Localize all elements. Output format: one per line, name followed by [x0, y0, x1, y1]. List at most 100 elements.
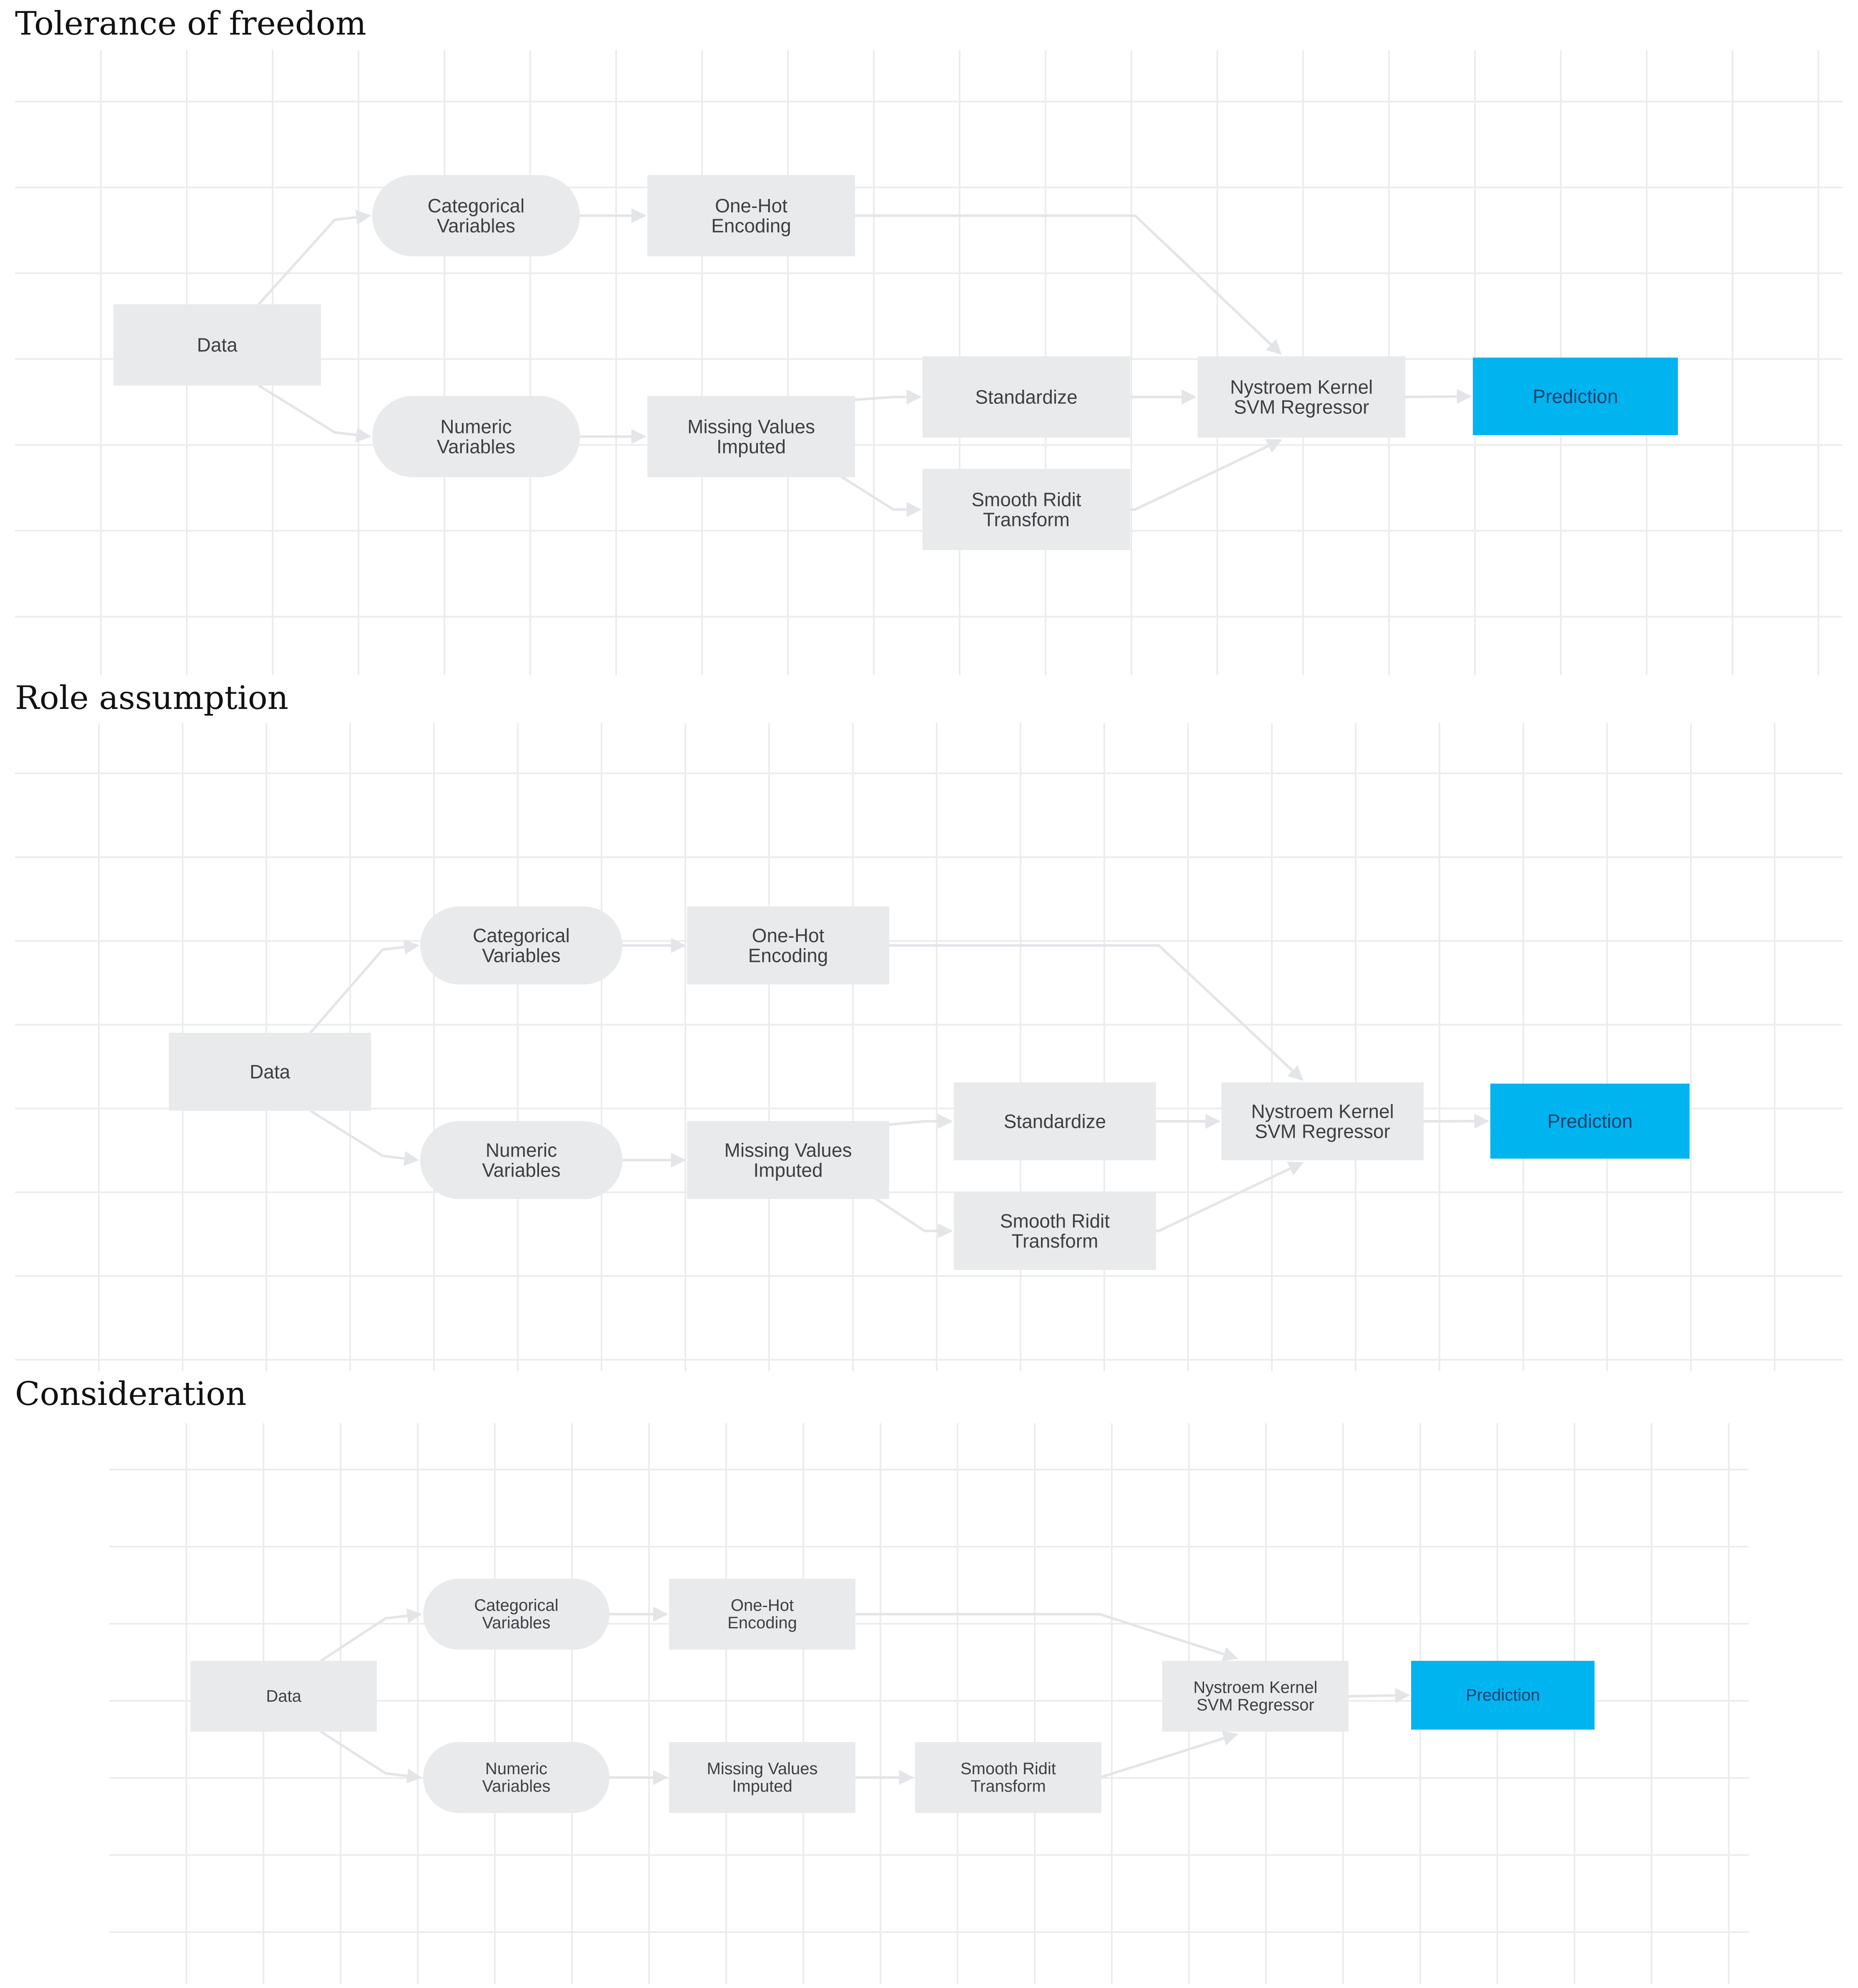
node-missing-label: Missing Values	[725, 1139, 852, 1161]
node-numeric-label: Numeric	[440, 416, 512, 437]
node-missing-label: Missing Values	[687, 416, 815, 437]
node-data-label: Data	[197, 334, 238, 356]
node-nystroem-label: Nystroem Kernel	[1194, 1678, 1318, 1697]
edge-missing-to-standardize	[872, 1114, 953, 1129]
node-onehot-label: One-Hot	[752, 924, 825, 946]
node-onehot-box	[647, 175, 855, 256]
node-onehot-label: One-Hot	[715, 195, 787, 216]
edge-data-to-numeric	[320, 1730, 422, 1784]
edge-data-to-categorical	[258, 210, 371, 305]
node-onehot-label: Encoding	[727, 1614, 797, 1632]
node-ridit-label: Transform	[970, 1777, 1046, 1795]
node-ridit-box	[923, 469, 1130, 550]
edge-onehot-to-nystroem	[855, 1613, 1239, 1662]
node-data[interactable]: Data	[169, 1033, 371, 1111]
edge-nystroem-to-prediction	[1405, 389, 1472, 404]
node-data-box	[113, 304, 321, 386]
node-missing-label: Imputed	[753, 1159, 822, 1181]
node-ridit-box	[915, 1742, 1101, 1813]
node-nystroem-box	[1221, 1082, 1424, 1160]
panel-title-role: Role assumption	[15, 679, 288, 717]
node-prediction[interactable]: Prediction	[1411, 1661, 1595, 1730]
node-prediction[interactable]: Prediction	[1490, 1084, 1690, 1159]
node-standardize-label: Standardize	[1004, 1111, 1106, 1132]
edge-onehot-to-nystroem	[855, 214, 1282, 355]
node-ridit-label: Smooth Ridit	[1000, 1210, 1110, 1232]
node-onehot-label: Encoding	[711, 215, 791, 237]
edge-data-to-categorical	[309, 939, 419, 1034]
node-categorical-label: Categorical	[473, 924, 570, 946]
node-nystroem-label: SVM Regressor	[1196, 1696, 1314, 1714]
node-data[interactable]: Data	[113, 304, 321, 386]
node-data[interactable]: Data	[191, 1661, 377, 1732]
node-data-box	[169, 1033, 371, 1111]
edge-missing-to-standardize	[838, 389, 922, 405]
node-nystroem-label: Nystroem Kernel	[1251, 1100, 1394, 1122]
node-nystroem-label: SVM Regressor	[1234, 396, 1369, 418]
node-missing-label: Imputed	[732, 1777, 792, 1795]
edge-data-to-categorical	[320, 1608, 422, 1662]
panel-title-consideration: Consideration	[15, 1375, 247, 1413]
node-onehot-label: One-Hot	[731, 1596, 794, 1615]
node-missing-box	[687, 1121, 889, 1199]
node-categorical-label: Categorical	[428, 195, 525, 216]
node-categorical-label: Variables	[482, 945, 560, 966]
node-prediction-label: Prediction	[1466, 1686, 1540, 1705]
node-prediction-label: Prediction	[1547, 1110, 1633, 1132]
node-standardize-box	[954, 1082, 1156, 1160]
node-standardize[interactable]: Standardize	[923, 356, 1130, 438]
node-data-label: Data	[250, 1061, 291, 1083]
node-missing-label: Imputed	[717, 436, 786, 458]
node-numeric-label: Numeric	[485, 1760, 547, 1778]
node-numeric-box	[372, 396, 580, 477]
node-missing-label: Missing Values	[707, 1760, 817, 1778]
node-standardize-label: Standardize	[975, 386, 1078, 408]
node-data-box	[191, 1661, 377, 1732]
node-data-label: Data	[266, 1687, 301, 1705]
panel-title-tolerance: Tolerance of freedom	[15, 5, 366, 43]
node-prediction-label: Prediction	[1533, 386, 1618, 407]
node-standardize[interactable]: Standardize	[954, 1082, 1156, 1160]
node-numeric-box	[420, 1121, 622, 1199]
edge-missing-to-ridit	[837, 473, 922, 517]
node-missing-box	[647, 396, 855, 477]
node-numeric-label: Variables	[482, 1777, 551, 1795]
node-prediction-box	[1490, 1084, 1690, 1159]
node-categorical-box	[423, 1579, 609, 1650]
node-prediction-box	[1411, 1661, 1595, 1730]
node-nystroem-label: Nystroem Kernel	[1230, 376, 1373, 398]
node-numeric-label: Variables	[437, 436, 515, 458]
edge-data-to-numeric	[258, 384, 371, 443]
node-numeric-box	[423, 1742, 609, 1813]
node-categorical-box	[420, 906, 622, 984]
panel-grid	[15, 723, 1843, 1371]
edge-ridit-to-nystroem	[1130, 439, 1282, 511]
node-prediction[interactable]: Prediction	[1473, 358, 1678, 435]
edge-ridit-to-nystroem	[1156, 1162, 1304, 1232]
node-categorical-label: Variables	[437, 215, 515, 237]
node-ridit-label: Transform	[1012, 1230, 1098, 1252]
node-categorical-label: Categorical	[474, 1596, 558, 1615]
node-categorical-label: Variables	[482, 1614, 551, 1632]
node-onehot-box	[687, 906, 889, 984]
node-standardize-box	[923, 356, 1130, 438]
